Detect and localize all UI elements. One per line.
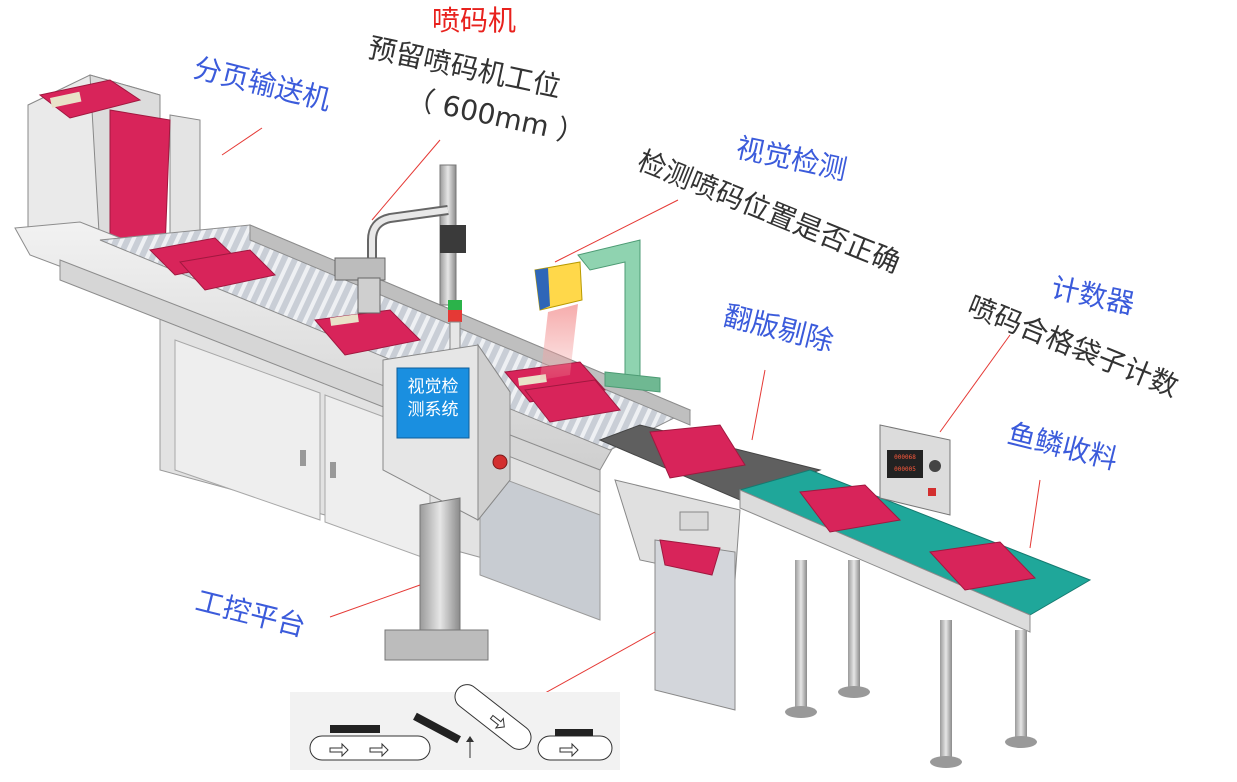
- inkjet-printer-gantry: [334, 164, 466, 353]
- counter-row-2: 000005: [894, 466, 916, 473]
- products-on-conveyor: [148, 237, 621, 423]
- vision-control-panel: [382, 343, 511, 661]
- printer-title-label: 喷码机: [432, 4, 517, 37]
- counter-device: [879, 424, 951, 516]
- screen-line-2: 测系统: [407, 399, 459, 420]
- counter-row-1: 000068: [894, 454, 916, 461]
- screen-line-1: 视觉检: [407, 377, 459, 397]
- vision-screen: 视觉检 测系统: [400, 376, 466, 422]
- reject-schematic-inset: [290, 684, 620, 770]
- vision-camera-gantry: [534, 239, 661, 393]
- reject-station: [598, 424, 822, 711]
- counter-display: 000068 000005: [888, 452, 922, 476]
- collection-conveyor: [738, 469, 1092, 768]
